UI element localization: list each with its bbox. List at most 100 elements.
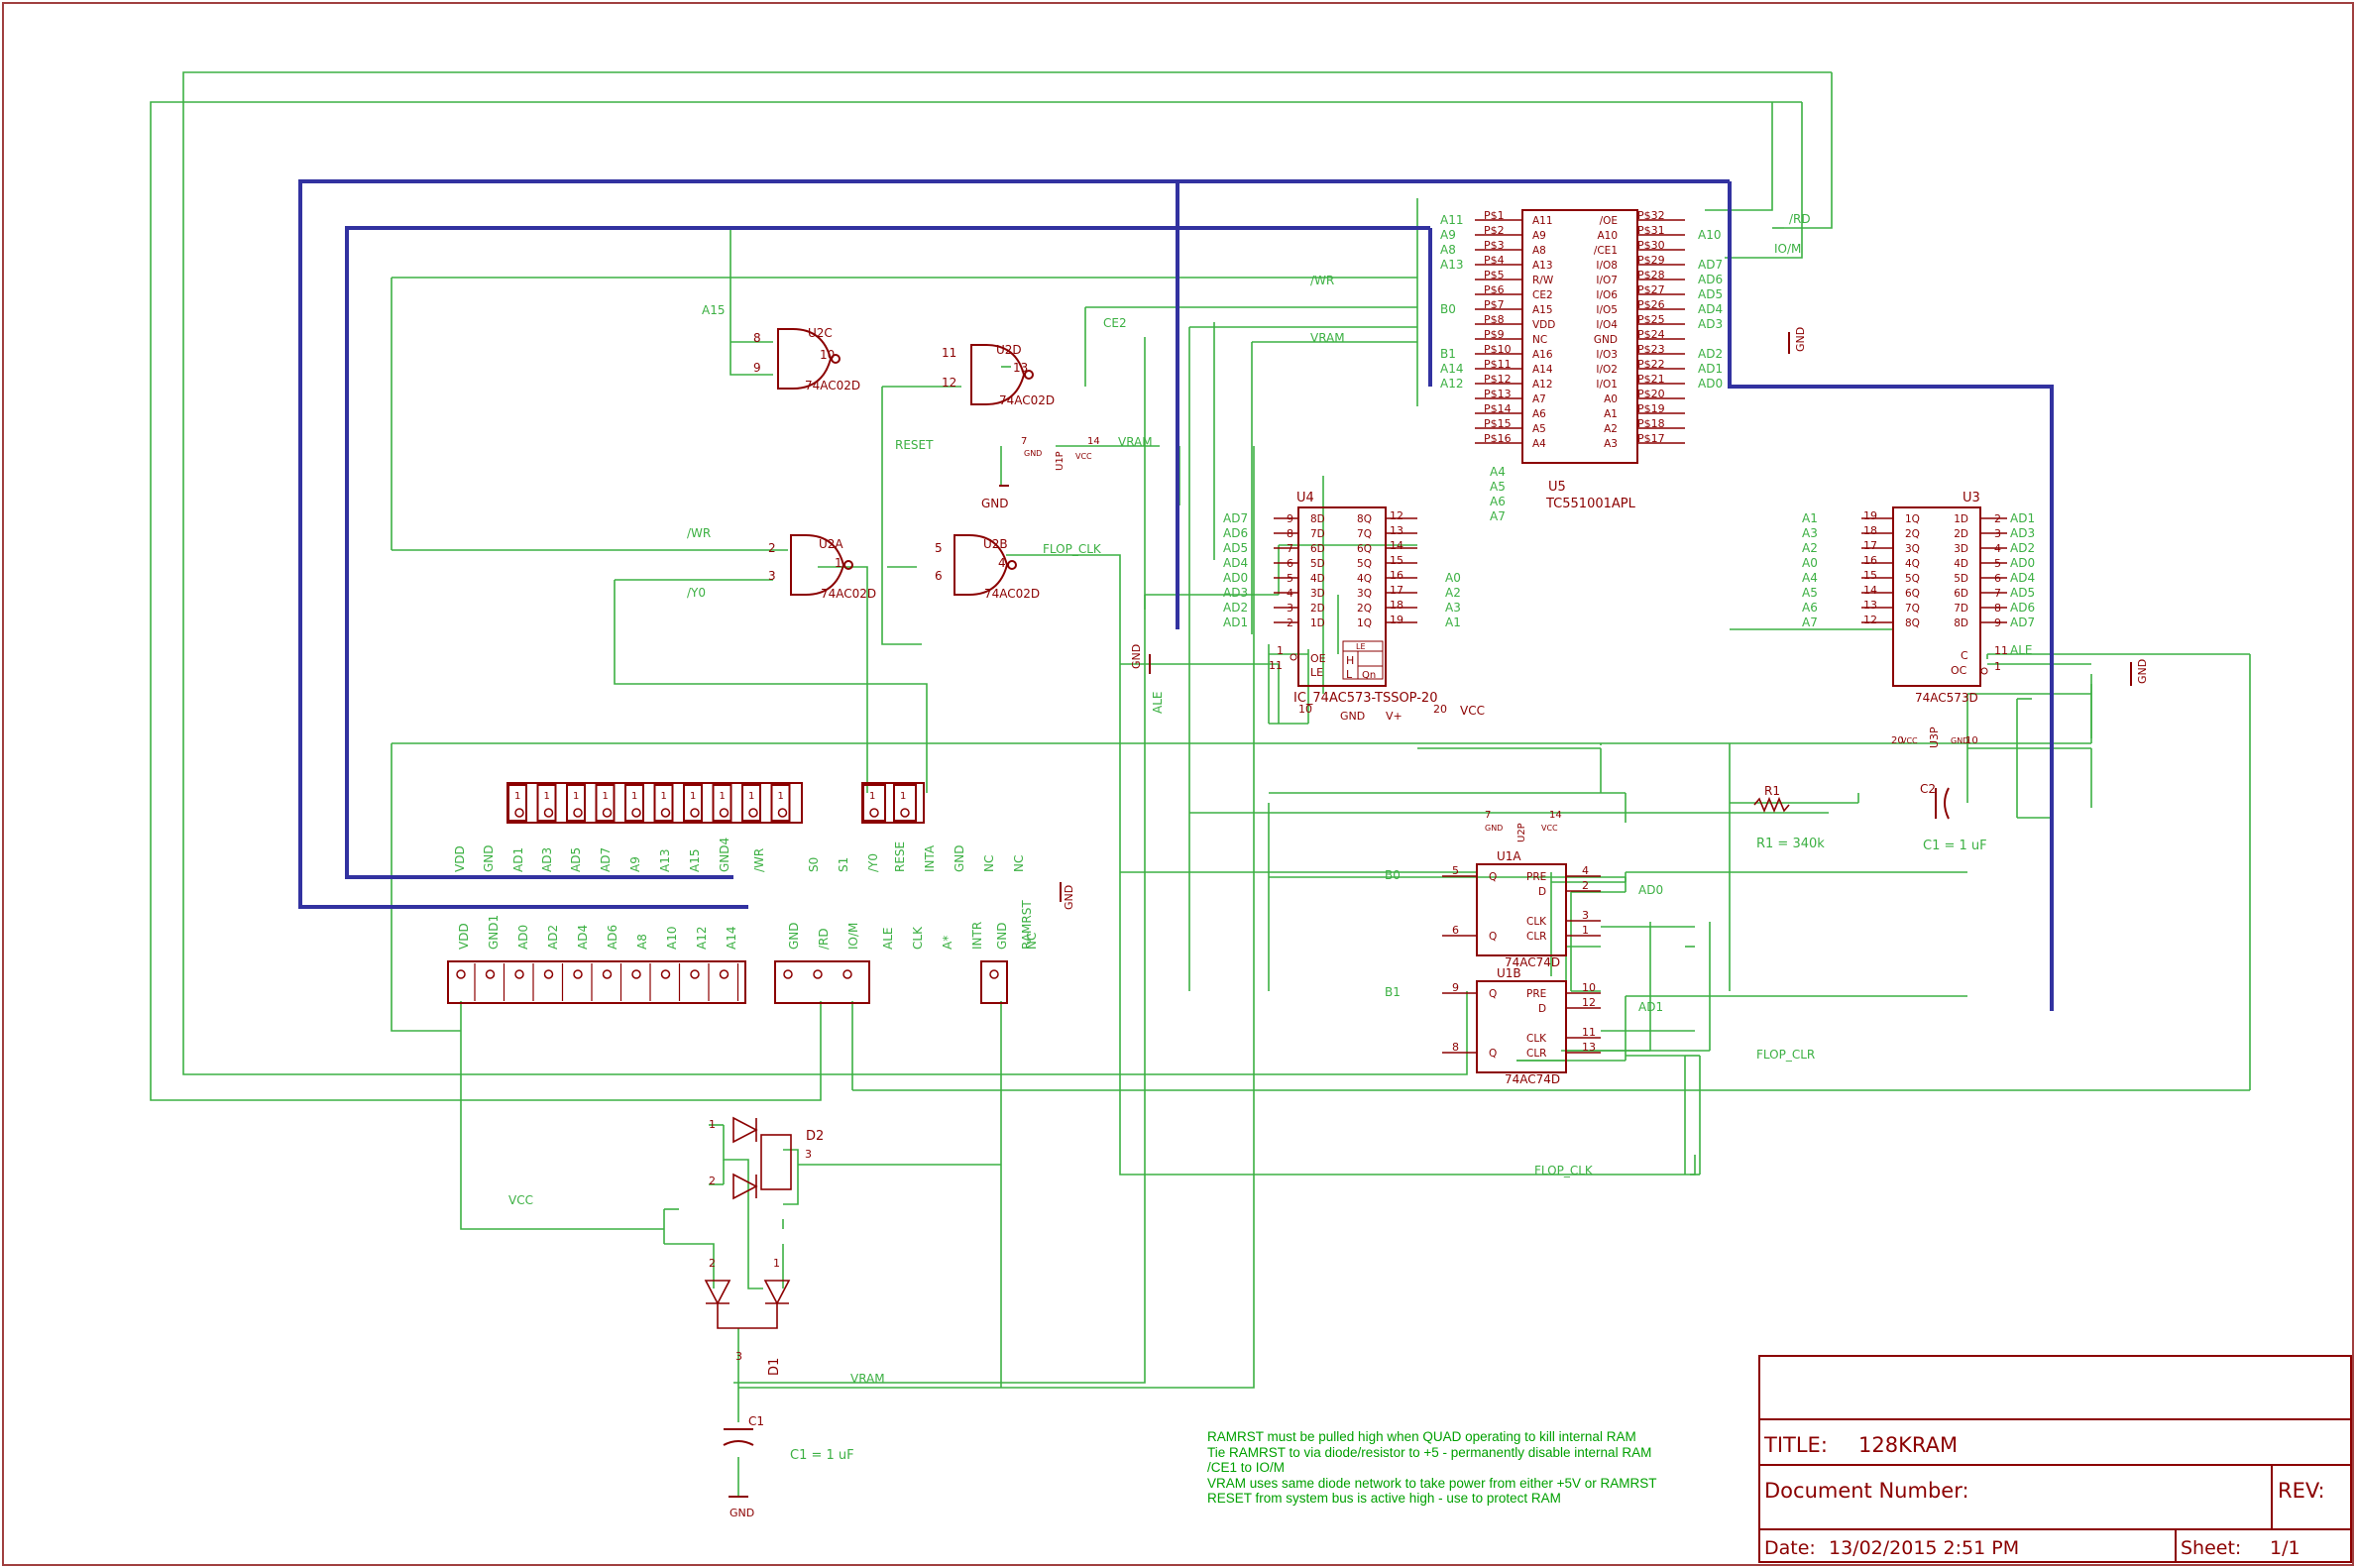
- svg-text:AD0: AD0: [1638, 883, 1663, 897]
- u4-pin-name: 6Q: [1357, 543, 1372, 555]
- u3-pin-name: 1Q: [1905, 513, 1920, 525]
- u4-net: AD5: [1223, 541, 1248, 555]
- u5-pin-name: A16: [1532, 349, 1553, 361]
- u4-ref: U4: [1296, 491, 1314, 505]
- connector-label: A9: [628, 856, 642, 872]
- u5-pin-number: P$26: [1637, 298, 1665, 311]
- u3-pin-number: 18: [1863, 524, 1877, 537]
- u4-pin-number: 5: [1287, 572, 1293, 585]
- svg-text:GND: GND: [1485, 824, 1503, 833]
- u5-net: AD6: [1698, 273, 1723, 286]
- connector-pin-cell: [595, 784, 616, 822]
- u5-pin-name: A14: [1532, 364, 1553, 376]
- u3-pin-name: 5Q: [1905, 573, 1920, 585]
- u3-pin-name: 5D: [1954, 573, 1968, 585]
- connector-pin-cell: [507, 784, 527, 822]
- connector-label: GND: [787, 922, 801, 950]
- svg-text:74AC02D: 74AC02D: [999, 393, 1055, 407]
- u5-pin-number: P$7: [1484, 298, 1505, 311]
- u3p-pin10: 10: [1965, 735, 1978, 746]
- u4-pin-number: 14: [1390, 539, 1403, 552]
- svg-text:11: 11: [942, 346, 956, 360]
- u3-pin-number: 19: [1863, 509, 1877, 522]
- u4-net: AD3: [1223, 586, 1248, 600]
- u3-pin-number: 14: [1863, 584, 1877, 597]
- connector-pin-hole: [602, 808, 613, 818]
- u4-pin-name: 1D: [1310, 617, 1325, 629]
- svg-text:7: 7: [1021, 436, 1027, 447]
- u3-net: AD3: [2010, 526, 2035, 540]
- connector-body: [980, 960, 1008, 1004]
- u4-pin-name: 5D: [1310, 558, 1325, 570]
- u5-pin-number: P$20: [1637, 388, 1665, 400]
- svg-text:74AC02D: 74AC02D: [984, 587, 1040, 601]
- u5-net: AD1: [1698, 362, 1723, 376]
- u3-pin1: 1: [1994, 660, 2001, 673]
- c2-ref: C2: [1920, 782, 1936, 796]
- svg-text:VRAM: VRAM: [1310, 331, 1345, 345]
- rev-label: REV:: [2278, 1479, 2325, 1503]
- connector-label: AD3: [540, 847, 554, 872]
- u5-net: AD0: [1698, 377, 1723, 391]
- u4-pin-name: 2Q: [1357, 603, 1372, 615]
- c1-ref: C1: [748, 1414, 764, 1428]
- u5-addr-net: A5: [1490, 480, 1506, 494]
- svg-text:2: 2: [709, 1175, 716, 1187]
- u4-net: A2: [1445, 586, 1461, 600]
- u5-pin-number: P$17: [1637, 432, 1665, 445]
- ff-pin-number: 5: [1452, 864, 1459, 877]
- wires: [150, 71, 2251, 1497]
- u5-pin-name: A12: [1532, 379, 1553, 391]
- c2-value: C1 = 1 uF: [1923, 839, 1987, 853]
- u4-pin-number: 16: [1390, 569, 1403, 582]
- u4-pin-number: 18: [1390, 599, 1403, 612]
- ff-pin-name: PRE: [1526, 871, 1546, 883]
- svg-text:74AC02D: 74AC02D: [805, 379, 860, 392]
- note-line: Tie RAMRST to via diode/resistor to +5 -…: [1207, 1444, 1652, 1460]
- svg-text:74AC74D: 74AC74D: [1505, 955, 1560, 969]
- u4-gnd: GND: [1340, 710, 1365, 723]
- connector-pin-cell: [653, 784, 674, 822]
- u3-pin-name: 7D: [1954, 603, 1968, 615]
- u4-pin-number: 19: [1390, 614, 1403, 626]
- u5-pin-number: P$18: [1637, 417, 1665, 430]
- u3-pin-number: 7: [1994, 587, 2001, 600]
- address-data-bus: [298, 179, 2054, 1011]
- u4-pin-name: 7D: [1310, 528, 1325, 540]
- svg-text:GND: GND: [981, 497, 1009, 510]
- connector-pin-cell: [893, 784, 917, 822]
- u4-net: AD4: [1223, 556, 1248, 570]
- svg-text:GND: GND: [1130, 644, 1143, 669]
- svg-text:74AC02D: 74AC02D: [821, 587, 876, 601]
- svg-text:A15: A15: [702, 303, 725, 317]
- u5-pin-name: A1: [1604, 408, 1618, 420]
- connector-pin-number: 1: [900, 791, 906, 802]
- u4-pin-number: 6: [1287, 557, 1293, 570]
- u5-pin-name: A13: [1532, 260, 1553, 272]
- u4-pin-name: 1Q: [1357, 617, 1372, 629]
- u4-net: AD6: [1223, 526, 1248, 540]
- svg-text:3: 3: [735, 1350, 742, 1363]
- u5-net: B0: [1440, 302, 1456, 316]
- svg-text:12: 12: [942, 376, 956, 390]
- d1-diode: [704, 1280, 791, 1329]
- net-labels: /RD IO/M /WR VRAM ALE FLOP_CLR FLOP_CLK …: [508, 212, 1815, 1386]
- u3-ale: ALE: [2010, 643, 2032, 657]
- ff-pin-number: 11: [1582, 1026, 1596, 1039]
- svg-text:3: 3: [805, 1148, 812, 1161]
- u4-pin-name: 4D: [1310, 573, 1325, 585]
- c1-value: C1 = 1 uF: [790, 1448, 854, 1463]
- connector-label: IO/M: [846, 923, 860, 950]
- u5-pin-name: I/O4: [1596, 319, 1618, 331]
- connector-pin-cell: [712, 784, 732, 822]
- u4-pin-name: 8D: [1310, 513, 1325, 525]
- title-block: [1758, 1355, 2352, 1563]
- u3-pin-name: 4Q: [1905, 558, 1920, 570]
- u3-pin-number: 15: [1863, 569, 1877, 582]
- u3-c: C: [1961, 649, 1968, 662]
- ff-pin-number: 9: [1452, 981, 1459, 994]
- connector-label: RAMRST: [1020, 900, 1034, 950]
- u4-net: AD0: [1223, 571, 1248, 585]
